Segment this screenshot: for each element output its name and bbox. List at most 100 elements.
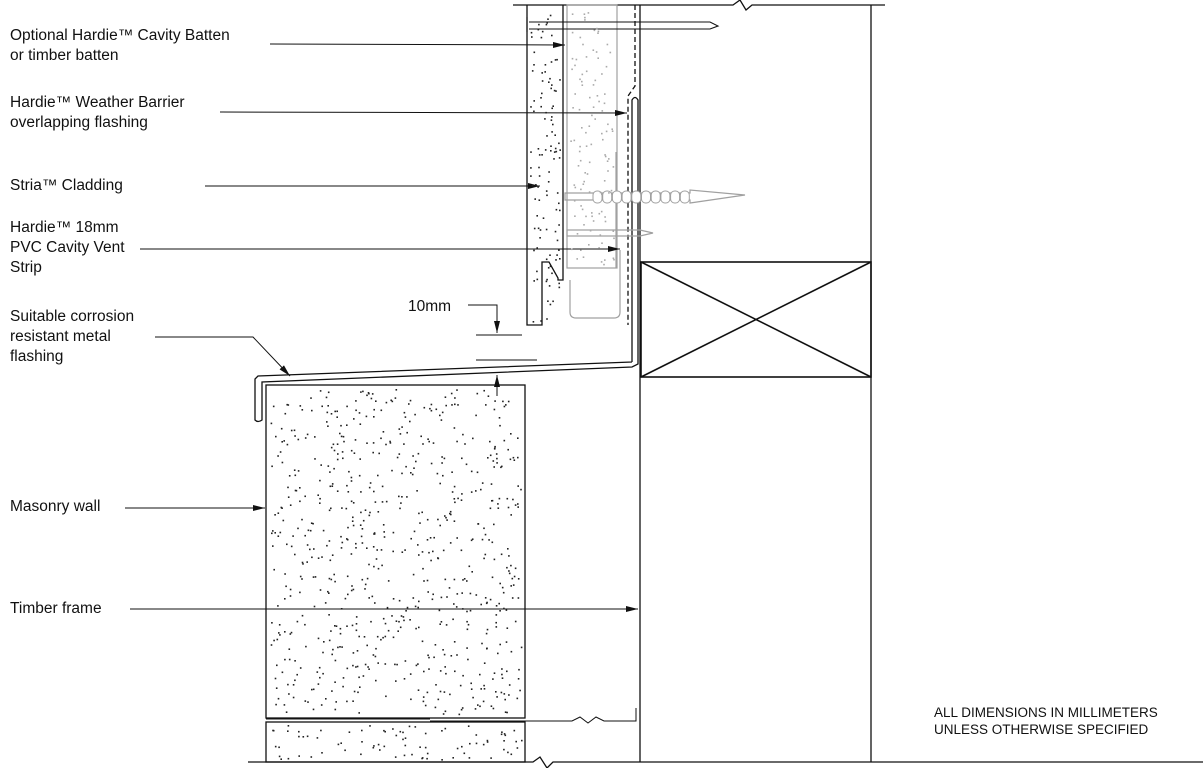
stipple-dot	[506, 711, 508, 714]
stipple-dot	[593, 29, 596, 32]
stipple-dot	[301, 578, 303, 580]
stipple-dot	[501, 677, 504, 679]
stipple-dot	[579, 145, 581, 148]
stipple-dot	[434, 644, 437, 646]
stipple-dot	[356, 665, 359, 668]
stipple-dot	[312, 522, 314, 525]
stipple-dot	[558, 282, 560, 285]
stipple-dot	[470, 539, 473, 542]
stipple-dot	[377, 662, 379, 664]
label-cladding: Stria™ Cladding	[10, 176, 123, 196]
screw-thread	[631, 190, 642, 204]
stipple-dot	[573, 139, 576, 142]
stipple-dot	[332, 648, 334, 651]
screw-thread	[679, 190, 690, 204]
stipple-dot	[352, 700, 354, 702]
stipple-dot	[384, 663, 387, 665]
screw-thread	[602, 190, 613, 204]
stipple-dot	[343, 440, 345, 443]
stipple-dot	[387, 580, 390, 582]
stipple-dot	[509, 458, 512, 461]
stipple-dot	[582, 43, 584, 46]
stipple-dot	[299, 575, 302, 578]
stipple-dot	[591, 114, 593, 117]
stipple-dot	[581, 127, 583, 129]
stipple-dot	[496, 457, 498, 460]
stipple-dot	[364, 663, 367, 666]
stipple-dot	[541, 80, 544, 82]
stipple-dot	[374, 501, 377, 503]
stipple-dot	[337, 646, 339, 649]
stipple-dot	[403, 619, 405, 622]
stipple-dot	[314, 458, 316, 460]
stipple-dot	[394, 663, 396, 666]
stipple-dot	[574, 64, 576, 67]
stipple-dot	[451, 404, 453, 406]
stipple-dot	[359, 524, 362, 526]
stipple-dot	[320, 729, 322, 732]
stipple-dot	[515, 740, 517, 743]
stipple-dot	[323, 641, 325, 643]
stipple-dot	[312, 688, 315, 691]
stipple-dot	[286, 403, 288, 406]
stipple-dot	[559, 258, 561, 260]
stipple-dot	[445, 404, 447, 407]
stipple-dot	[602, 138, 604, 141]
stipple-dot	[424, 746, 427, 749]
stipple-dot	[377, 511, 380, 513]
stipple-dot	[547, 18, 549, 20]
stipple-dot	[409, 673, 412, 675]
stipple-dot	[443, 653, 446, 656]
stipple-dot	[276, 664, 278, 667]
stipple-dot	[604, 93, 606, 95]
stipple-dot	[427, 591, 429, 593]
stipple-dot	[333, 467, 335, 470]
stipple-dot	[429, 407, 431, 410]
stipple-dot	[432, 442, 435, 444]
stipple-dot	[368, 563, 370, 566]
stipple-dot	[372, 442, 375, 444]
stipple-dot	[494, 447, 496, 450]
stipple-dot	[365, 415, 368, 418]
stipple-dot	[588, 161, 591, 164]
stipple-dot	[540, 320, 542, 322]
stipple-dot	[589, 229, 592, 232]
stipple-dot	[486, 741, 489, 743]
stipple-dot	[395, 620, 398, 622]
stipple-dot	[358, 635, 360, 638]
stipple-dot	[541, 30, 544, 33]
stipple-dot	[470, 682, 472, 685]
stipple-dot	[544, 118, 546, 120]
stipple-dot	[585, 70, 588, 73]
stipple-dot	[462, 608, 464, 610]
stipple-dot	[355, 400, 357, 402]
stipple-dot	[281, 507, 283, 509]
stipple-dot	[278, 746, 280, 749]
stipple-dot	[584, 172, 586, 174]
stipple-dot	[533, 249, 535, 252]
stipple-dot	[487, 395, 490, 397]
stipple-dot	[500, 691, 503, 694]
stipple-dot	[414, 605, 417, 608]
note-line: ALL DIMENSIONS IN MILLIMETERS	[934, 705, 1158, 720]
stipple-dot	[340, 535, 342, 538]
stipple-dot	[501, 731, 503, 733]
stipple-dot	[501, 465, 503, 468]
stipple-dot	[547, 181, 550, 183]
stipple-dot	[574, 186, 577, 189]
stipple-dot	[406, 606, 409, 609]
stipple-dot	[485, 404, 487, 406]
stipple-dot	[571, 31, 574, 34]
stipple-dot	[428, 551, 430, 554]
weather-barrier	[627, 5, 636, 325]
stipple-dot	[342, 435, 345, 438]
stipple-dot	[435, 684, 437, 686]
stipple-dot	[318, 666, 321, 669]
stipple-dot	[485, 602, 488, 605]
stipple-dot	[516, 697, 519, 700]
stipple-dot	[445, 624, 448, 626]
stipple-dot	[352, 664, 354, 667]
stipple-dot	[461, 707, 464, 709]
stipple-dot	[552, 123, 554, 126]
stipple-dot	[490, 483, 493, 485]
